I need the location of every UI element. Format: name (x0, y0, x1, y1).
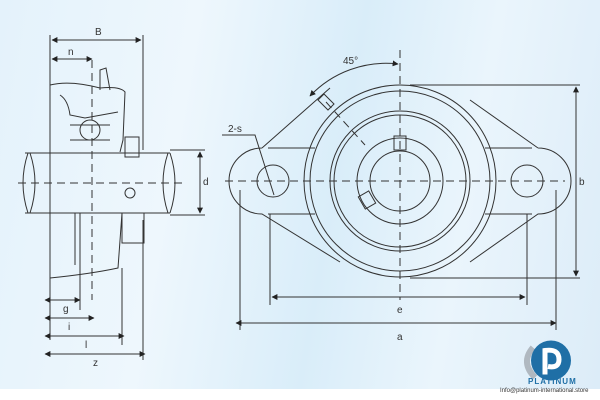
dim-label-B: B (95, 27, 102, 38)
dim-label-i: i (68, 322, 70, 333)
platinum-logo-icon (524, 340, 571, 381)
dim-label-a: a (397, 332, 403, 343)
dim-label-g: g (63, 304, 69, 315)
brand-name: PLATINUM (528, 377, 577, 386)
dim-label-e: e (397, 305, 403, 316)
contact-email: Info@platinum-international.store (500, 388, 589, 394)
side-view (18, 35, 205, 360)
dim-label-holes: 2-s (228, 124, 242, 135)
dim-label-b: b (579, 177, 585, 188)
dim-label-z: z (93, 358, 98, 369)
dim-label-l: l (85, 340, 87, 351)
front-view (222, 50, 580, 330)
dim-label-d: d (203, 177, 209, 188)
dim-label-angle: 45° (343, 56, 358, 67)
dim-label-n: n (68, 47, 74, 58)
